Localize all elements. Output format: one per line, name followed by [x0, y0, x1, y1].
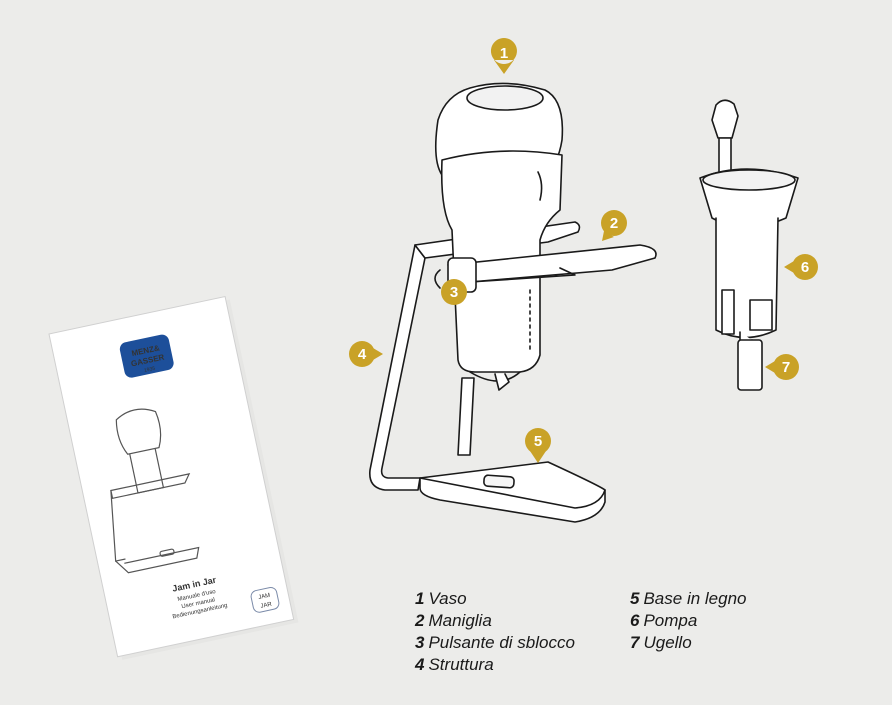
badge-1: 1	[490, 38, 517, 74]
legend-label-pulsante: Pulsante di sblocco	[428, 633, 575, 652]
legend-label-ugello: Ugello	[643, 633, 692, 652]
badge-7-number: 7	[782, 359, 790, 376]
legend-num-7: 7	[630, 633, 640, 652]
callout-badges: 1 2 3 4 5 6 7	[349, 38, 818, 463]
badge-2-number: 2	[610, 215, 618, 232]
legend-label-vaso: Vaso	[428, 589, 467, 608]
stamp-line1: JAM	[258, 593, 271, 601]
jam-jar-stamp: JAM JAR	[250, 587, 280, 613]
manual-illustration	[110, 408, 200, 574]
pump-drawing	[699, 99, 799, 391]
legend-num-6: 6	[630, 611, 640, 630]
frame-structure	[368, 244, 426, 491]
legend-label-maniglia: Maniglia	[428, 611, 492, 630]
badge-4: 4	[349, 341, 383, 367]
badge-3: 3	[441, 279, 467, 305]
legend-label-base: Base in legno	[643, 589, 747, 608]
legend-num-5: 5	[630, 589, 640, 608]
badge-1-number: 1	[500, 45, 508, 62]
badge-5-number: 5	[534, 433, 542, 450]
badge-3-number: 3	[450, 284, 458, 301]
brand-logo: MENZ& GASSER 1935	[119, 334, 174, 378]
legend-num-2: 2	[415, 611, 425, 630]
legend-num-3: 3	[415, 633, 425, 652]
stamp-line2: JAR	[260, 601, 273, 609]
logo-year: 1935	[144, 366, 156, 374]
wood-base	[419, 461, 606, 523]
legend-label-pompa: Pompa	[643, 611, 698, 630]
badge-2: 2	[601, 210, 627, 241]
badge-6: 6	[784, 254, 818, 280]
nozzle-tip	[711, 99, 739, 139]
legend-label-struttura: Struttura	[428, 655, 494, 674]
handle-maniglia	[447, 244, 657, 283]
manual-booklet: MENZ& GASSER 1935 Jam in Jar Manuale d'u…	[48, 295, 299, 660]
appliance-drawing	[368, 82, 657, 523]
legend-num-1: 1	[415, 589, 425, 608]
badge-7: 7	[765, 354, 799, 380]
badge-6-number: 6	[801, 259, 809, 276]
legend-num-4: 4	[415, 655, 425, 674]
badge-5: 5	[525, 428, 551, 463]
nozzle-ugello	[737, 339, 763, 391]
badge-4-number: 4	[358, 346, 367, 363]
